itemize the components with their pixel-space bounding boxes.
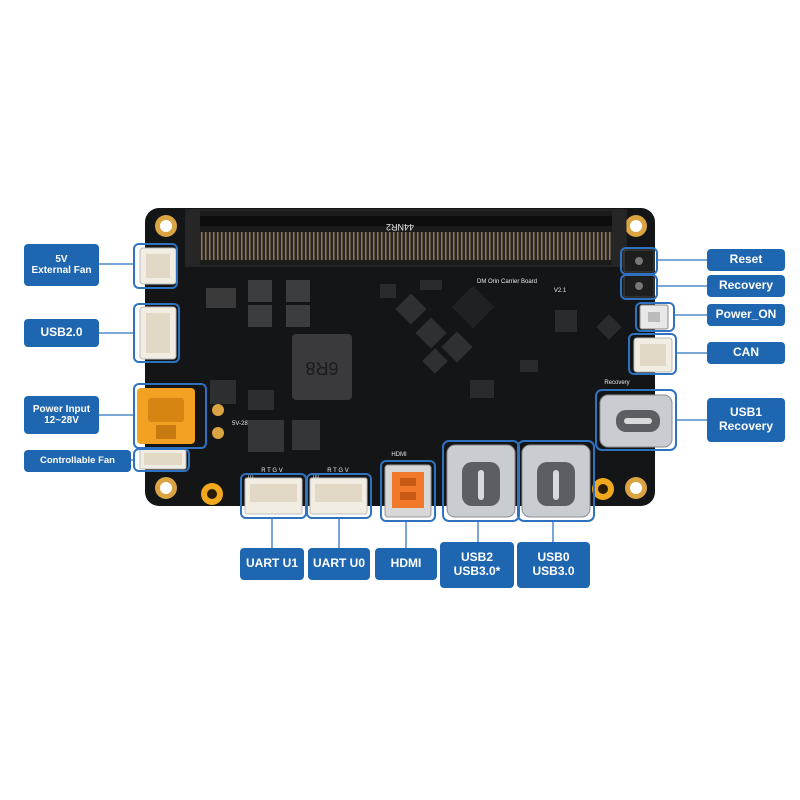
reset-button [623, 249, 655, 273]
label-usb20: USB2.0 [24, 319, 99, 347]
label-usb0-usb30: USB0 USB3.0 [517, 542, 590, 588]
label-usb1-recovery-line1: USB1 [729, 405, 762, 420]
mosfet-array [206, 280, 320, 452]
label-uart-u1: UART U1 [240, 548, 304, 580]
uart-pins-1-marking: R T G V [261, 468, 282, 474]
label-usb2-usb30: USB2 USB3.0* [440, 542, 514, 588]
label-recovery-line1: Recovery [718, 278, 774, 293]
label-hdmi-line1: HDMI [390, 556, 422, 571]
usb2-typec-port [446, 444, 516, 518]
label-power-input-line1: Power Input [32, 403, 91, 415]
uart-u1-connector [244, 477, 303, 515]
label-usb2-line1: USB2 [460, 550, 493, 565]
module-connector: 44NR2 [185, 209, 627, 267]
power-on-button [639, 304, 669, 330]
label-uart-u1-line1: UART U1 [245, 556, 298, 571]
usb0-typec-port [521, 444, 591, 518]
label-ext-fan: 5V External Fan [24, 244, 99, 286]
inductor: 6R8 [292, 334, 352, 400]
label-uart-u0: UART U0 [308, 548, 370, 580]
uart-u0-connector [309, 477, 368, 515]
label-usb1-recovery-line2: Recovery [718, 419, 774, 433]
label-can: CAN [707, 342, 785, 364]
connector-marking: 44NR2 [386, 222, 414, 232]
uart0-marking: U0 [313, 474, 320, 480]
standoff-left [201, 483, 223, 505]
label-ext-fan-line1: 5V [55, 253, 68, 265]
label-usb0-line2: USB3.0 [532, 564, 575, 578]
usb20-connector [139, 306, 177, 360]
hdmi-marking: HDMI [391, 452, 407, 458]
label-hdmi: HDMI [375, 548, 437, 580]
label-uart-u0-line1: UART U0 [312, 556, 365, 571]
ext-fan-connector [139, 247, 177, 285]
controllable-fan-connector [139, 448, 187, 470]
hdmi-connector [384, 464, 432, 518]
label-ctrl-fan: Controllable Fan [24, 450, 131, 472]
mounting-hole-top-right [625, 215, 647, 237]
mounting-hole-bottom-right [625, 477, 647, 499]
board-title-marking: DM Orin Carrier Board [477, 279, 537, 285]
can-connector [633, 337, 673, 373]
label-usb1-recovery: USB1 Recovery [707, 398, 785, 442]
highlight-ext-fan [133, 243, 178, 289]
mounting-hole-bottom-left [155, 477, 177, 499]
inductor-marking: 6R8 [305, 358, 338, 378]
standoff-right [592, 478, 614, 500]
label-usb20-line1: USB2.0 [40, 325, 83, 340]
label-power-input-line2: 12~28V [44, 415, 79, 426]
label-power-on: Power_ON [707, 304, 785, 326]
highlight-power-on [635, 302, 675, 332]
label-can-line1: CAN [733, 345, 759, 360]
label-reset-line1: Reset [729, 252, 763, 267]
label-ext-fan-line2: External Fan [31, 265, 92, 276]
label-usb0-line1: USB0 [537, 550, 570, 565]
board-version-marking: V2.1 [554, 288, 567, 294]
highlight-can [628, 333, 677, 375]
label-usb2-line2: USB3.0* [453, 564, 501, 578]
label-recovery: Recovery [707, 275, 785, 297]
recovery-marking: Recovery [604, 380, 629, 386]
power-input-connector [137, 388, 224, 444]
highlight-usb0 [517, 440, 595, 522]
voltage-marking: 5V-28V [232, 421, 252, 427]
label-ctrl-fan-line1: Controllable Fan [40, 454, 115, 466]
mounting-hole-top-left [155, 215, 177, 237]
uart1-marking: U1 [248, 474, 255, 480]
usb1-typec-port [599, 394, 673, 448]
ic-cluster [380, 280, 622, 398]
uart-pins-2-marking: R T G V [327, 468, 348, 474]
label-power-input: Power Input 12~28V [24, 396, 99, 434]
recovery-button [623, 274, 655, 298]
highlight-hdmi [380, 460, 436, 522]
label-power-on-line1: Power_ON [715, 307, 777, 322]
highlight-recovery [620, 274, 658, 300]
label-reset: Reset [707, 249, 785, 271]
